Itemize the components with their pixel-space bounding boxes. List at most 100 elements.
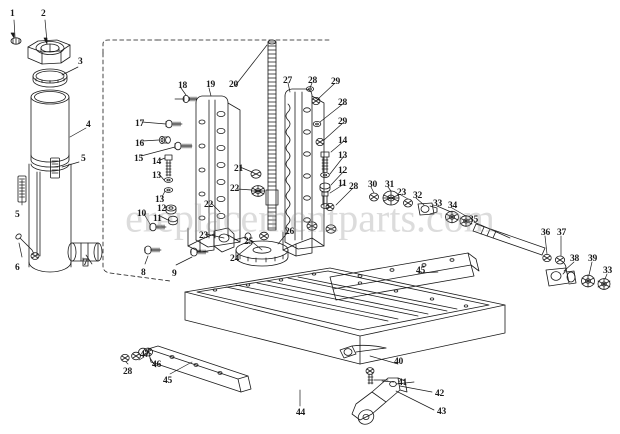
callout-number-15: 15 bbox=[134, 154, 144, 164]
callout-number-45: 45 bbox=[163, 376, 173, 386]
part-7-oil-fitting bbox=[67, 242, 103, 267]
part-13-washer-right bbox=[320, 172, 330, 178]
callout-number-13: 13 bbox=[155, 195, 165, 205]
callout-number-25: 25 bbox=[244, 237, 254, 247]
callout-number-32: 32 bbox=[413, 191, 423, 201]
part-33-gear bbox=[445, 210, 459, 224]
callout-number-44: 44 bbox=[296, 408, 306, 418]
callout-number-38: 38 bbox=[570, 254, 580, 264]
part-28-bolt-b bbox=[312, 121, 322, 128]
leader-lines bbox=[10, 19, 608, 411]
callout-number-5: 5 bbox=[81, 154, 86, 164]
part-17-bolt bbox=[165, 119, 183, 129]
callout-number-24: 24 bbox=[230, 254, 240, 264]
part-30-washer bbox=[369, 192, 379, 202]
part-35-long-shaft bbox=[472, 223, 546, 256]
part-29-bolt-b bbox=[315, 137, 325, 146]
callout-number-33: 33 bbox=[603, 266, 613, 276]
part-12-nut bbox=[165, 204, 177, 215]
callout-number-29: 29 bbox=[338, 117, 348, 127]
part-15-bolt bbox=[174, 141, 193, 151]
callout-number-22: 22 bbox=[204, 200, 214, 210]
callout-number-12: 12 bbox=[338, 166, 348, 176]
part-39-gear bbox=[581, 274, 595, 288]
callout-number-33: 33 bbox=[433, 199, 443, 209]
callout-number-14: 14 bbox=[152, 157, 162, 167]
part-41-bolt bbox=[365, 367, 389, 385]
callout-number-21: 21 bbox=[234, 164, 244, 174]
callout-number-35: 35 bbox=[469, 215, 479, 225]
callout-number-45: 45 bbox=[416, 266, 426, 276]
callout-number-5: 5 bbox=[15, 210, 20, 220]
part-40-bracket bbox=[339, 344, 387, 359]
callout-number-11: 11 bbox=[338, 179, 347, 189]
part-22-23-pivot-knuckle bbox=[213, 227, 252, 253]
left-upright-column-group bbox=[144, 95, 252, 257]
callout-number-31: 31 bbox=[385, 180, 395, 190]
part-11-bolt bbox=[168, 215, 178, 226]
part-23-washer-shaft bbox=[403, 198, 413, 208]
callout-number-36: 36 bbox=[541, 228, 551, 238]
callout-number-6: 6 bbox=[15, 263, 20, 273]
part-38-bearing-block bbox=[545, 267, 577, 287]
callout-number-40: 40 bbox=[394, 357, 404, 367]
callout-number-4: 4 bbox=[86, 120, 91, 130]
crank-assembly-group bbox=[339, 344, 415, 425]
callout-number-16: 16 bbox=[135, 139, 145, 149]
cylinder-assembly-group bbox=[10, 37, 103, 273]
phantom-outline bbox=[102, 39, 331, 282]
part-18-bolt bbox=[174, 95, 198, 104]
part-6-release-valve bbox=[15, 233, 40, 260]
part-29-bolt-a bbox=[311, 97, 321, 106]
part-36-washer bbox=[542, 253, 552, 262]
callout-number-30: 30 bbox=[368, 180, 378, 190]
part-26-thrust-bearing bbox=[235, 240, 289, 267]
callout-number-28: 28 bbox=[349, 182, 359, 192]
callout-number-28: 28 bbox=[308, 76, 318, 86]
part-47-washer bbox=[131, 351, 141, 361]
callout-number-46: 46 bbox=[152, 360, 162, 370]
part-43-crank-handle bbox=[351, 377, 408, 425]
drive-shaft-group bbox=[369, 190, 611, 290]
callout-number-1: 1 bbox=[10, 9, 15, 19]
callout-number-34: 34 bbox=[448, 201, 458, 211]
bottom-left-hardware-group bbox=[120, 347, 153, 362]
part-32-coupler bbox=[417, 202, 438, 216]
part-24-25-screws bbox=[259, 231, 269, 241]
callout-number-3: 3 bbox=[78, 57, 83, 67]
part-19-left-column bbox=[187, 95, 241, 253]
callout-number-13: 13 bbox=[152, 171, 162, 181]
callout-number-29: 29 bbox=[331, 77, 341, 87]
callout-number-27: 27 bbox=[283, 76, 293, 86]
part-5-nameplate-right bbox=[50, 157, 60, 179]
part-2-gland-nut bbox=[27, 39, 71, 65]
right-column-hardware-group bbox=[259, 86, 337, 241]
part-45-rail-right bbox=[329, 252, 480, 301]
part-13-washer-lower bbox=[163, 187, 174, 193]
part-46-washer bbox=[142, 347, 153, 357]
callout-number-12: 12 bbox=[157, 204, 167, 214]
part-21-22-gear-group bbox=[250, 169, 265, 197]
part-10-bolt bbox=[149, 222, 167, 232]
callout-number-28: 28 bbox=[338, 98, 348, 108]
part-8-bolt bbox=[144, 245, 162, 255]
callout-number-42: 42 bbox=[435, 389, 445, 399]
column-hole-ladder bbox=[198, 111, 226, 221]
part-3-seal-ring bbox=[32, 68, 68, 88]
part-22-gear bbox=[251, 185, 265, 197]
callout-number-28: 28 bbox=[123, 367, 133, 377]
part-33-gear-right bbox=[597, 278, 611, 290]
callout-number-2: 2 bbox=[41, 9, 46, 19]
part-13-washer-upper bbox=[163, 177, 174, 183]
callout-number-10: 10 bbox=[137, 209, 147, 219]
callout-number-17: 17 bbox=[135, 119, 145, 129]
callout-number-22: 22 bbox=[230, 184, 240, 194]
part-14-bolt-right bbox=[320, 151, 330, 173]
callout-number-47: 47 bbox=[140, 350, 150, 360]
part-14-vertical-bolt bbox=[164, 154, 173, 177]
part-16-washer bbox=[158, 135, 171, 144]
callout-number-11: 11 bbox=[153, 214, 162, 224]
part-20-lead-screw bbox=[265, 39, 279, 231]
part-28-washer-lower bbox=[325, 202, 335, 211]
